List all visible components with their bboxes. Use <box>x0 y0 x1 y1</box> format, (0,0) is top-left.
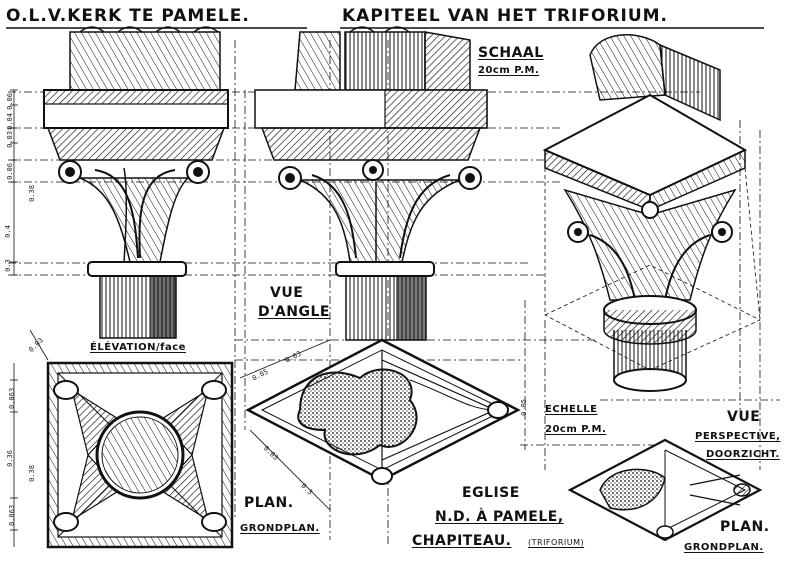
eglise-label-4: (TRIFORIUM) <box>528 538 585 547</box>
dim-plan-5: 0.063 <box>8 504 17 527</box>
dim-elev-2: 0.04 <box>5 113 14 130</box>
eglise-label-1: EGLISE <box>462 485 520 501</box>
scale-top-label: SCHAAL <box>478 45 544 61</box>
dim-elev-6: 0.4 <box>3 225 12 238</box>
perspective-label-1: VUE <box>727 409 761 425</box>
perspective-view-drawing <box>542 34 761 392</box>
elevation-label: ÉLÉVATION/face <box>90 342 186 353</box>
scale-top-value: 20cm P.M. <box>478 65 540 76</box>
plan-rotated-drawing <box>239 338 521 511</box>
scale-mid-label: ECHELLE <box>545 404 598 415</box>
elevation-dimension-lines <box>10 89 18 276</box>
elevation-face-drawing <box>43 26 229 339</box>
plan-left-label-2: GRONDPLAN. <box>240 523 320 534</box>
dim-plan-4: 0.38 <box>27 465 36 482</box>
eglise-label-2: N.D. À PAMELE, <box>435 509 564 525</box>
corner-view-drawing <box>254 26 488 341</box>
dim-elev-5: 0.38 <box>27 185 36 202</box>
plan-left-label-1: PLAN. <box>244 495 294 511</box>
plan-left-drawing <box>10 329 234 549</box>
eglise-label-3: CHAPITEAU. <box>412 533 512 549</box>
dim-plan-2: 0.063 <box>8 387 17 410</box>
dim-plan-3: 0.36 <box>5 450 14 467</box>
corner-view-label-1: VUE <box>270 285 304 301</box>
perspective-label-2: PERSPECTIVE, <box>695 431 781 442</box>
dim-elev-3: 0.03 <box>5 131 14 148</box>
corner-view-label-2: D'ANGLE <box>258 304 330 320</box>
dim-elev-4: 0.06 <box>5 163 14 180</box>
plan-right-drawing <box>567 438 763 542</box>
title-right: KAPITEEL VAN HET TRIFORIUM. <box>342 6 669 26</box>
title-left: O.L.V.KERK TE PAMELE. <box>6 6 250 26</box>
plan-right-label-2: GRONDPLAN. <box>684 542 764 553</box>
dim-persp-1: 0.05 <box>519 399 528 416</box>
dim-elev-1: 0.06 <box>5 93 14 110</box>
plan-right-label-1: PLAN. <box>720 519 770 535</box>
perspective-label-3: DOORZICHT. <box>706 449 780 460</box>
dim-elev-7: 0.3 <box>3 259 12 272</box>
scale-mid-value: 20cm P.M. <box>545 424 607 435</box>
